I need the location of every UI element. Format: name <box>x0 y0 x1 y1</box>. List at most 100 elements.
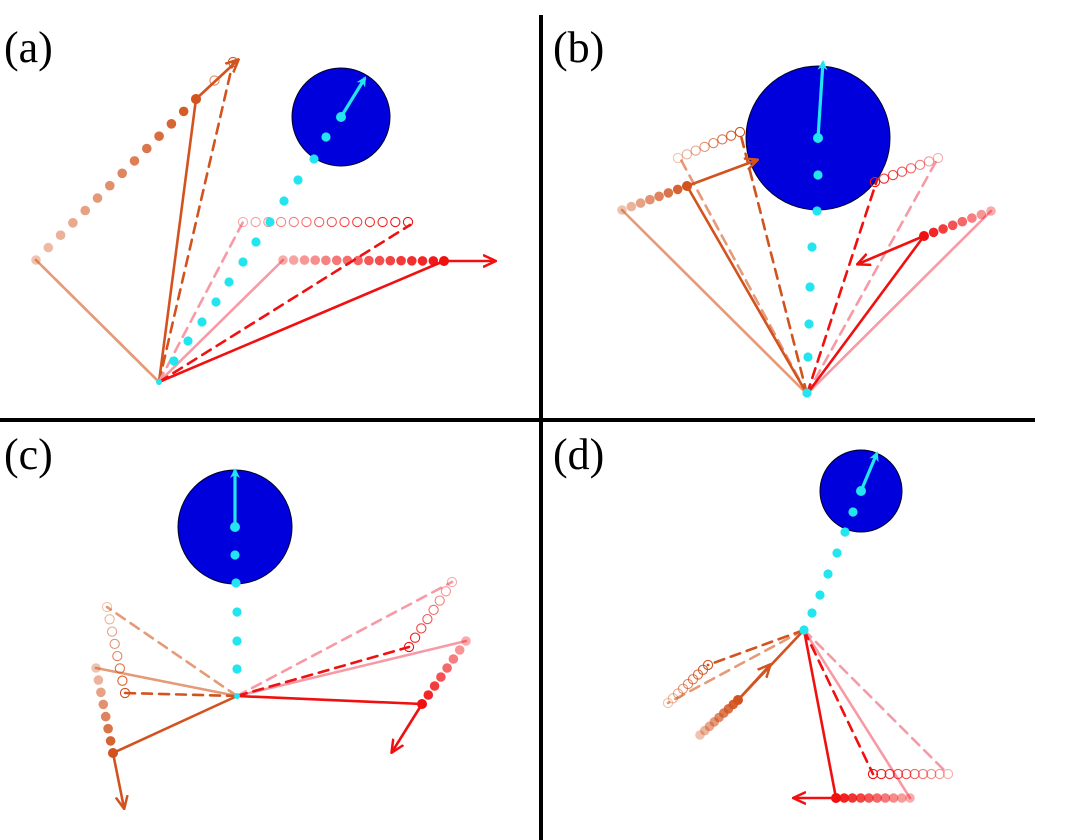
arm-red-dashed <box>802 628 875 776</box>
arm-red-solid <box>235 694 424 706</box>
filled-trail-marker <box>68 218 78 228</box>
hollow-trail-marker <box>869 176 881 188</box>
target-trail-dot <box>293 175 303 185</box>
filled-trail-marker <box>80 205 90 216</box>
velocity-arrow-orange <box>686 160 757 188</box>
arm-orange-light-dashed <box>105 605 239 698</box>
filled-trail-marker <box>98 699 109 710</box>
hollow-trail-marker <box>887 169 899 181</box>
filled-trail-marker <box>105 736 116 746</box>
target-trail-dot <box>813 170 823 180</box>
filled-trail-marker <box>461 636 471 646</box>
target-trail-dot <box>840 527 850 537</box>
filled-trail-marker <box>166 119 177 129</box>
pivot-dot <box>234 693 240 699</box>
target-trail-dot <box>321 132 331 142</box>
hollow-trail-marker <box>717 134 728 145</box>
target-trail-dot <box>232 636 242 646</box>
filled-trail-marker <box>288 255 299 265</box>
hollow-trail-marker <box>901 768 912 780</box>
filled-trail-marker <box>928 227 939 238</box>
filled-trail-marker <box>454 645 465 655</box>
filled-trail-marker <box>91 663 101 673</box>
hollow-trail-marker <box>923 156 935 167</box>
filled-trail-marker <box>938 224 948 234</box>
hollow-trail-marker <box>106 626 118 637</box>
arm-red-light-dashed <box>157 220 245 384</box>
hollow-trail-marker <box>690 145 701 156</box>
target-center-dot <box>336 112 346 122</box>
arm-orange-light-dashed <box>34 258 161 384</box>
hollow-trail-marker <box>390 216 401 228</box>
target-trail-dot <box>803 352 813 362</box>
hollow-trail-marker <box>326 216 337 228</box>
hollow-trail-marker <box>934 768 945 780</box>
panel-label-c: (c) <box>4 430 53 479</box>
arm-orange-dashed <box>738 130 809 396</box>
target-trail-dot <box>807 242 817 252</box>
end-effector-dot <box>108 748 118 758</box>
filled-trail-marker <box>905 793 915 803</box>
filled-trail-marker <box>178 106 189 117</box>
target-trail-dot <box>279 196 289 206</box>
hollow-trail-marker <box>377 216 388 228</box>
hollow-trail-marker <box>402 216 414 228</box>
filled-trail-marker <box>374 255 385 266</box>
hollow-trail-marker <box>878 173 890 184</box>
filled-trail-marker <box>897 793 907 803</box>
hollow-trail-marker <box>876 768 887 780</box>
end-effector-dot <box>919 231 929 241</box>
filled-trail-marker <box>417 256 428 266</box>
hollow-trail-marker <box>734 126 746 138</box>
arm-red-light-solid <box>157 258 285 384</box>
hollow-trail-marker <box>905 163 917 174</box>
arm-orange-light-solid <box>620 208 809 396</box>
target-trail-dot <box>224 277 234 287</box>
filled-trail-marker <box>331 255 342 266</box>
filled-trail-marker <box>299 255 310 265</box>
target-trail-dot <box>823 569 833 579</box>
panel-a <box>31 56 495 385</box>
arm-orange-dashed <box>123 691 239 698</box>
hollow-trail-marker <box>209 75 220 86</box>
filled-trail-marker <box>353 255 363 266</box>
end-effector-dot <box>417 699 427 709</box>
filled-trail-marker <box>407 255 417 266</box>
hollow-trail-marker <box>440 586 452 597</box>
target-velocity-arrow <box>859 451 879 492</box>
filled-trail-marker <box>635 198 646 208</box>
panel-label-a: (a) <box>4 23 53 72</box>
hollow-trail-marker <box>699 141 710 153</box>
arm-red-light-dashed <box>805 156 940 396</box>
filled-trail-marker <box>967 213 977 223</box>
hollow-trail-marker <box>352 216 363 228</box>
hollow-trail-marker <box>909 768 920 780</box>
hollow-trail-marker <box>364 216 376 228</box>
pivot-dot <box>156 379 162 385</box>
arm-red-solid <box>802 628 838 800</box>
filled-trail-marker <box>31 255 41 265</box>
target-trail-dot <box>804 319 814 329</box>
target-trail-dot <box>848 507 858 517</box>
panel-c <box>91 468 471 808</box>
filled-trail-marker <box>957 216 968 227</box>
filled-trail-marker <box>626 201 637 212</box>
arm-red-light-solid <box>235 639 468 698</box>
target-trail-dot <box>251 237 261 247</box>
filled-trail-marker <box>428 256 439 266</box>
filled-trail-marker <box>92 193 103 203</box>
target-trail-dot <box>265 217 275 227</box>
target-trail-dot <box>832 548 842 558</box>
panel-label-b: (b) <box>553 23 604 72</box>
arm-orange-solid <box>685 184 809 396</box>
pivot-dot <box>801 627 807 633</box>
hollow-trail-marker <box>725 130 737 141</box>
hollow-trail-marker <box>416 623 427 634</box>
arm-orange-dashed <box>157 60 235 384</box>
panel-d <box>662 449 954 803</box>
hollow-trail-marker <box>104 614 115 625</box>
filled-trail-marker <box>278 255 288 265</box>
filled-trail-marker <box>321 255 331 266</box>
velocity-arrow-orange <box>111 752 124 808</box>
filled-trail-marker <box>96 687 106 698</box>
